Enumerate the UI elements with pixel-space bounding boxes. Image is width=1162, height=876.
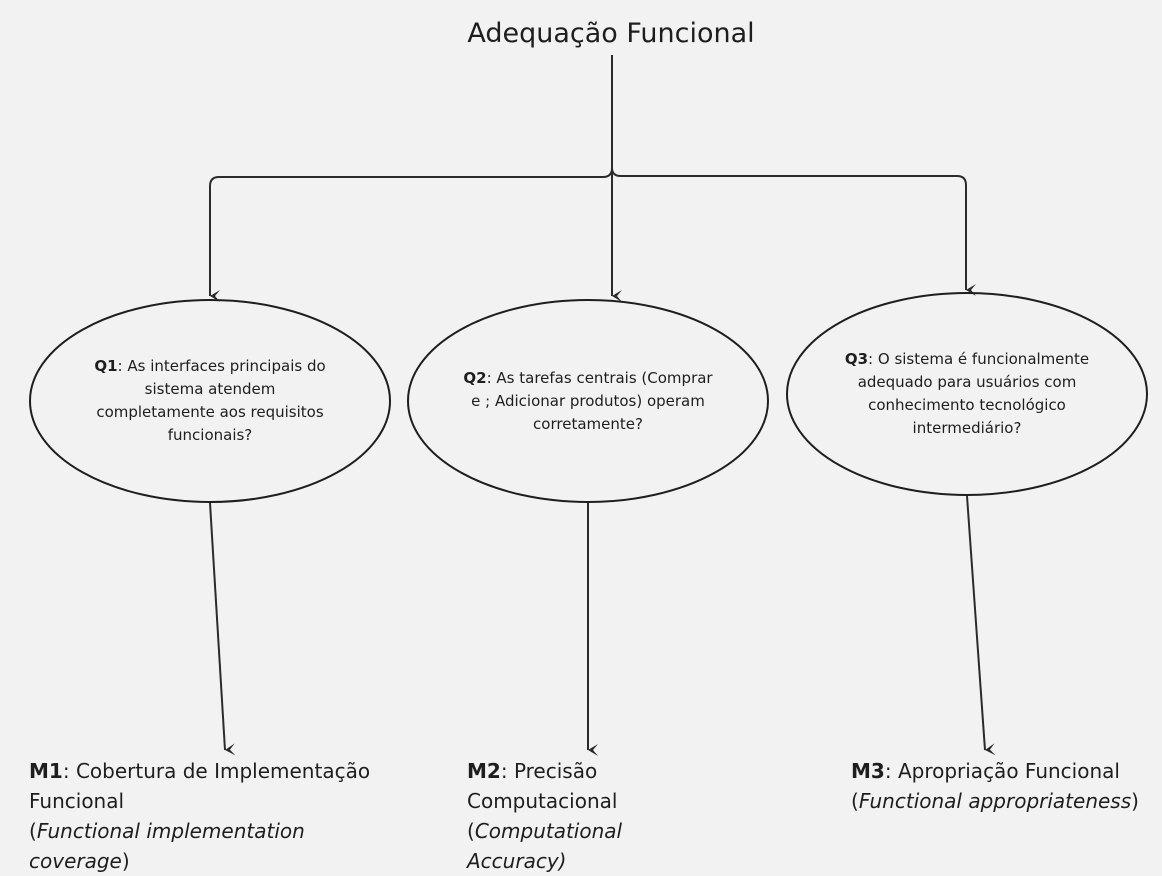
q2-ellipse xyxy=(407,299,769,503)
metric-m2-english: Computational Accuracy) xyxy=(467,819,623,873)
metric-m2-id: M2 xyxy=(467,759,501,783)
question-q1-id: Q1 xyxy=(94,357,118,375)
metric-m3: M3: Apropriação Funcional (Functional ap… xyxy=(851,759,1139,813)
q3-ellipse xyxy=(786,292,1148,496)
question-q1-text: As interfaces principais do sistema aten… xyxy=(96,357,326,444)
connector-q1-m1 xyxy=(209,502,236,756)
connector-title-q3 xyxy=(611,167,976,296)
metric-m3-english: Functional appropriateness xyxy=(858,789,1132,813)
metric-m3-open: ( xyxy=(851,789,859,813)
metric-m1-close: ) xyxy=(121,849,130,873)
connector-q3-m3 xyxy=(966,495,996,756)
metric-m3-close: ) xyxy=(1131,789,1139,813)
question-q3-id: Q3 xyxy=(844,350,869,368)
metric-m2-name: Precisão Computacional xyxy=(467,759,618,813)
question-q3-text: O sistema é funcionalmente adequado para… xyxy=(857,350,1090,437)
metric-m3-id: M3 xyxy=(851,759,885,783)
metric-m2: M2: Precisão Computacional (Computationa… xyxy=(467,759,623,873)
metric-m1-english: Functional implementation coverage xyxy=(29,819,305,873)
question-q2-text: As tarefas centrais (Comprar e ; Adicion… xyxy=(471,369,713,433)
metric-m1-name: Cobertura de Implementação Funcional xyxy=(29,759,371,813)
connector-title-q1 xyxy=(209,167,613,302)
metric-m1-open: ( xyxy=(29,819,37,843)
metric-m1: M1: Cobertura de Implementação Funcional… xyxy=(29,759,371,873)
question-q1: Q1: As interfaces principais do sistema … xyxy=(94,357,326,444)
question-q3: Q3: O sistema é funcionalmente adequado … xyxy=(844,350,1090,437)
metric-m2-open: ( xyxy=(467,819,475,843)
question-q2: Q2: As tarefas centrais (Comprar e ; Adi… xyxy=(463,369,713,433)
metric-m3-name: Apropriação Funcional xyxy=(897,759,1120,783)
metric-m1-id: M1 xyxy=(29,759,63,783)
question-q2-id: Q2 xyxy=(463,369,487,387)
diagram-title: Adequação Funcional xyxy=(467,18,755,49)
q1-ellipse xyxy=(29,299,391,503)
